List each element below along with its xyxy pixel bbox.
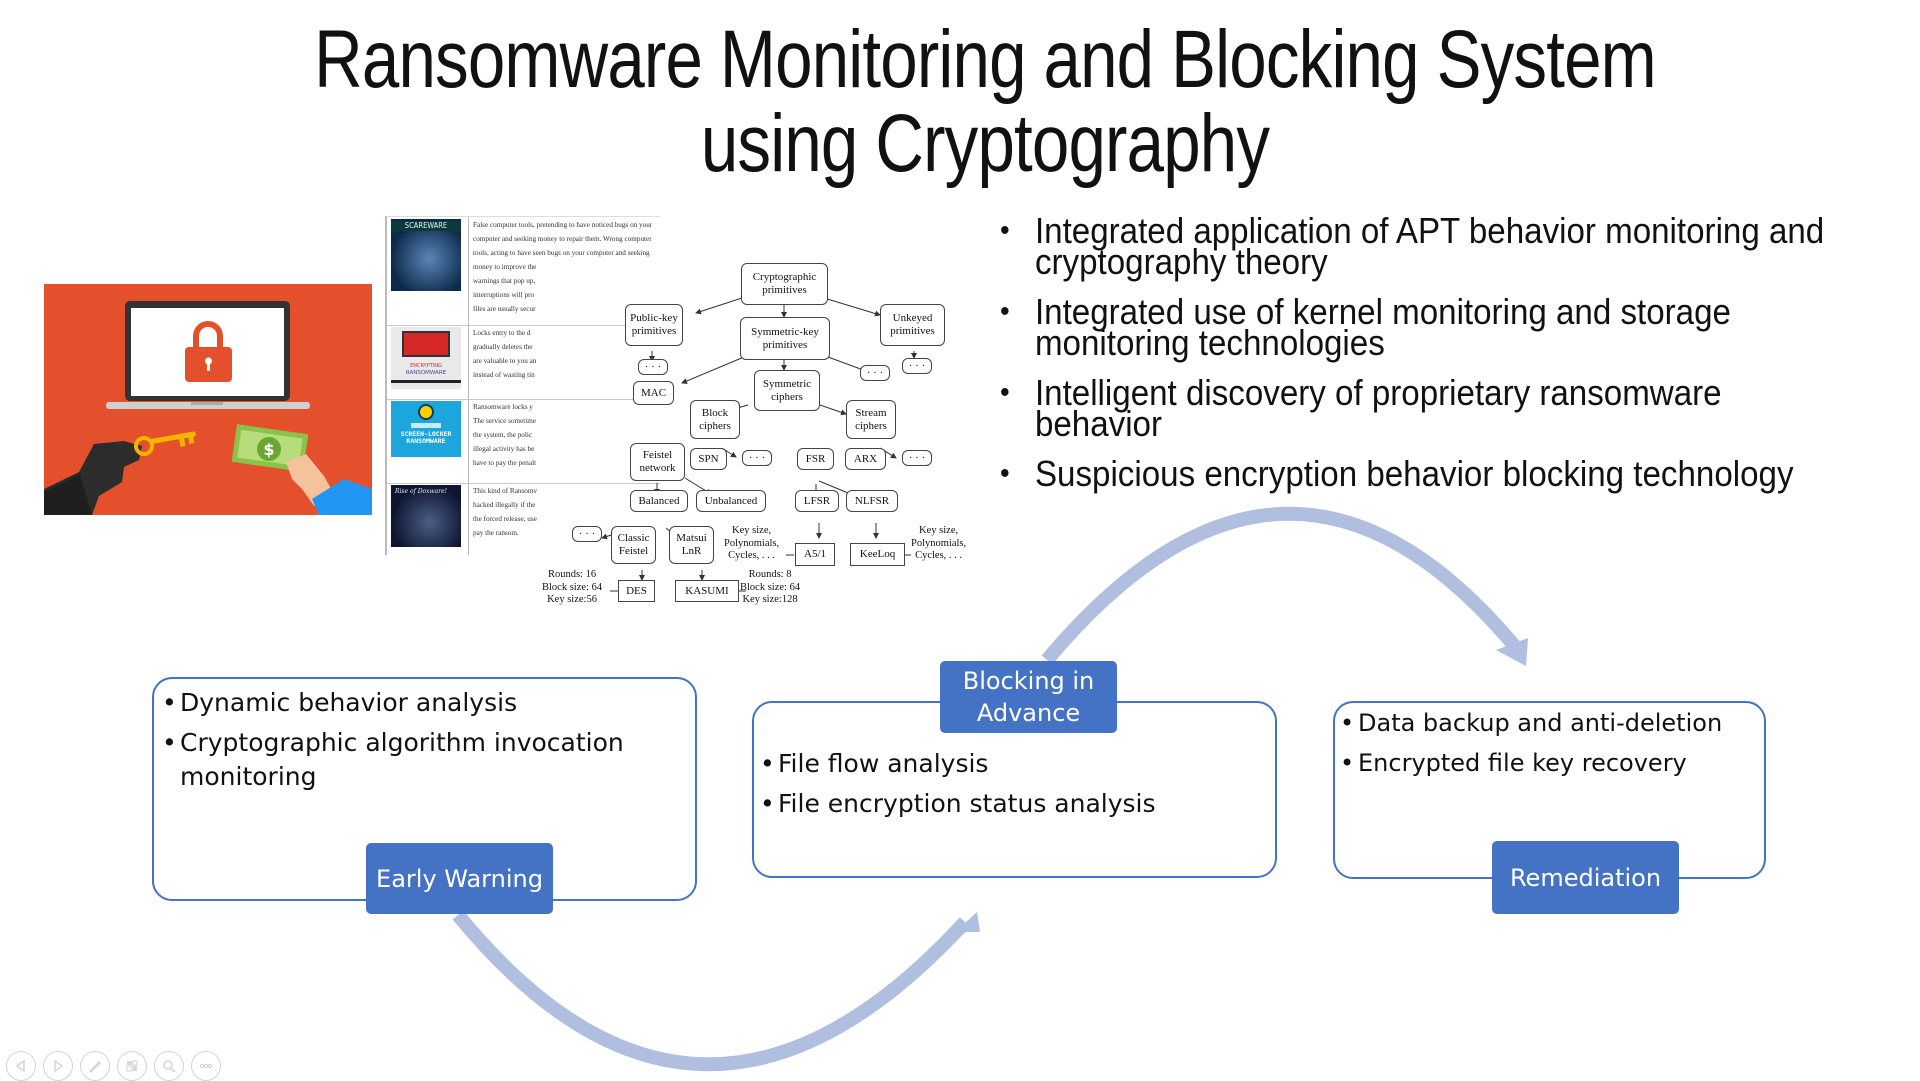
slide-sorter-button[interactable] bbox=[117, 1051, 147, 1081]
node-spn: SPN bbox=[690, 448, 727, 470]
node-ellipsis: · · · bbox=[902, 450, 932, 466]
node-feistel-network: Feistel network bbox=[630, 443, 685, 481]
node-des: DES bbox=[618, 580, 655, 602]
node-cryptographic-primitives: Cryptographic primitives bbox=[741, 263, 828, 305]
stage-item: Data backup and anti-deletion bbox=[1340, 706, 1760, 740]
pen-button[interactable] bbox=[80, 1051, 110, 1081]
stage-item: Encrypted file key recovery bbox=[1340, 746, 1760, 780]
kasumi-note: Rounds: 8 Block size: 64 Key size:128 bbox=[740, 569, 801, 605]
triangle-right-icon bbox=[54, 1059, 64, 1073]
stage-item: File flow analysis bbox=[760, 747, 1260, 781]
node-balanced: Balanced bbox=[630, 490, 688, 512]
feature-item: Suspicious encryption behavior blocking … bbox=[1000, 456, 1846, 492]
magnifier-icon bbox=[163, 1060, 176, 1073]
node-keeloq: KeeLoq bbox=[850, 543, 905, 566]
feature-list: Integrated application of APT behavior m… bbox=[1000, 213, 1920, 508]
laptop-base bbox=[106, 402, 310, 409]
node-unkeyed-primitives: Unkeyed primitives bbox=[880, 304, 945, 346]
remediation-items: Data backup and anti-deletion Encrypted … bbox=[1340, 706, 1760, 786]
node-ellipsis: · · · bbox=[742, 450, 772, 466]
doxware-description: This kind of Ransomv hacked illegally if… bbox=[473, 487, 538, 537]
slide-title: Ransomware Monitoring and Blocking Syste… bbox=[177, 18, 1792, 186]
stage-label-remediation[interactable]: Remediation bbox=[1492, 841, 1679, 914]
scareware-label: SCAREWARE bbox=[391, 221, 461, 231]
encrypting-ransomware-image: ENCRYPTING RANSOMWARE bbox=[391, 327, 461, 389]
arrow-warning-to-blocking bbox=[452, 910, 971, 1072]
padlock-icon bbox=[185, 321, 232, 382]
scareware-description: False computer tools, pretending to have… bbox=[473, 221, 653, 313]
previous-slide-button[interactable] bbox=[6, 1051, 36, 1081]
node-ellipsis: · · · bbox=[638, 359, 668, 375]
node-arx: ARX bbox=[845, 448, 886, 470]
node-stream-ciphers: Stream ciphers bbox=[846, 400, 896, 439]
cryptographic-primitives-tree: Cryptographic primitives Public-key prim… bbox=[530, 255, 1000, 615]
node-matsui-lnr: Matsui LnR bbox=[669, 526, 714, 564]
stage-label-early-warning[interactable]: Early Warning bbox=[366, 843, 553, 914]
ransomware-illustration-graphic: $ bbox=[44, 301, 372, 515]
ellipsis-icon bbox=[199, 1063, 213, 1069]
table-row: SCAREWARE False computer tools, pretendi… bbox=[387, 217, 660, 326]
node-mac: MAC bbox=[633, 381, 674, 405]
more-options-button[interactable] bbox=[191, 1051, 221, 1081]
node-lfsr: LFSR bbox=[795, 490, 839, 512]
node-unbalanced: Unbalanced bbox=[696, 490, 766, 512]
node-block-ciphers: Block ciphers bbox=[690, 400, 740, 439]
ransomware-illustration: $ bbox=[44, 284, 372, 515]
encrypting-ransomware-description: Locks entry to the d gradually deletes t… bbox=[473, 329, 537, 379]
slideshow-controls bbox=[6, 1051, 221, 1081]
des-note: Rounds: 16 Block size: 64 Key size:56 bbox=[542, 569, 603, 605]
table-row: ENCRYPTING RANSOMWARE Locks entry to the… bbox=[387, 325, 660, 400]
early-warning-items: Dynamic behavior analysis Cryptographic … bbox=[162, 686, 682, 800]
doxware-image: Rise of Doxware! bbox=[391, 485, 461, 547]
grid-icon bbox=[126, 1060, 138, 1072]
arrow-blocking-to-remediation bbox=[1041, 506, 1528, 665]
stage-label-blocking-in-advance[interactable]: Blocking in Advance bbox=[940, 661, 1117, 733]
node-a51: A5/1 bbox=[795, 543, 835, 566]
hand-with-money-icon: $ bbox=[231, 424, 372, 515]
node-public-key-primitives: Public-key primitives bbox=[625, 304, 683, 346]
node-ellipsis: · · · bbox=[572, 526, 602, 542]
feature-item: Intelligent discovery of proprietary ran… bbox=[1000, 375, 1846, 442]
screen-locker-ransomware-description: Ransomware locks y The service sometime … bbox=[473, 403, 537, 467]
a51-note: Key size, Polynomials, Cycles, . . . bbox=[724, 525, 780, 561]
node-nlfsr: NLFSR bbox=[846, 490, 898, 512]
next-slide-button[interactable] bbox=[43, 1051, 73, 1081]
table-row: Rise of Doxware! This kind of Ransomv ha… bbox=[387, 483, 660, 555]
zoom-button[interactable] bbox=[154, 1051, 184, 1081]
table-row: SCREEN-LOCKER RANSOMWARE Ransomware lock… bbox=[387, 399, 660, 484]
title-line-2: using Cryptography bbox=[700, 98, 1270, 189]
arrow-head bbox=[1496, 638, 1528, 666]
stage-item: Dynamic behavior analysis bbox=[162, 686, 682, 720]
blocking-in-advance-items: File flow analysis File encryption statu… bbox=[760, 747, 1260, 827]
dollar-sign: $ bbox=[263, 440, 274, 459]
scareware-image: SCAREWARE bbox=[391, 219, 461, 291]
title-line-1: Ransomware Monitoring and Blocking Syste… bbox=[314, 14, 1657, 105]
keeloq-note: Key size, Polynomials, Cycles, . . . bbox=[911, 525, 967, 561]
node-ellipsis: · · · bbox=[902, 358, 932, 374]
node-fsr: FSR bbox=[797, 448, 834, 470]
node-symmetric-ciphers: Symmetric ciphers bbox=[754, 370, 820, 411]
feature-item: Integrated application of APT behavior m… bbox=[1000, 213, 1846, 280]
triangle-left-icon bbox=[15, 1059, 25, 1073]
node-kasumi: KASUMI bbox=[675, 580, 739, 602]
node-symmetric-key-primitives: Symmetric-key primitives bbox=[740, 317, 830, 360]
hand-with-key-icon bbox=[44, 431, 196, 515]
arrow-head bbox=[955, 912, 980, 932]
node-classic-feistel: Classic Feistel bbox=[611, 526, 656, 564]
ransomware-types-table: SCAREWARE False computer tools, pretendi… bbox=[385, 216, 660, 555]
pen-icon bbox=[89, 1061, 101, 1073]
node-ellipsis: · · · bbox=[860, 365, 890, 381]
stage-item: Cryptographic algorithm invocation monit… bbox=[162, 726, 682, 794]
screen-locker-ransomware-image: SCREEN-LOCKER RANSOMWARE bbox=[391, 401, 461, 457]
feature-item: Integrated use of kernel monitoring and … bbox=[1000, 294, 1846, 361]
stage-item: File encryption status analysis bbox=[760, 787, 1260, 821]
